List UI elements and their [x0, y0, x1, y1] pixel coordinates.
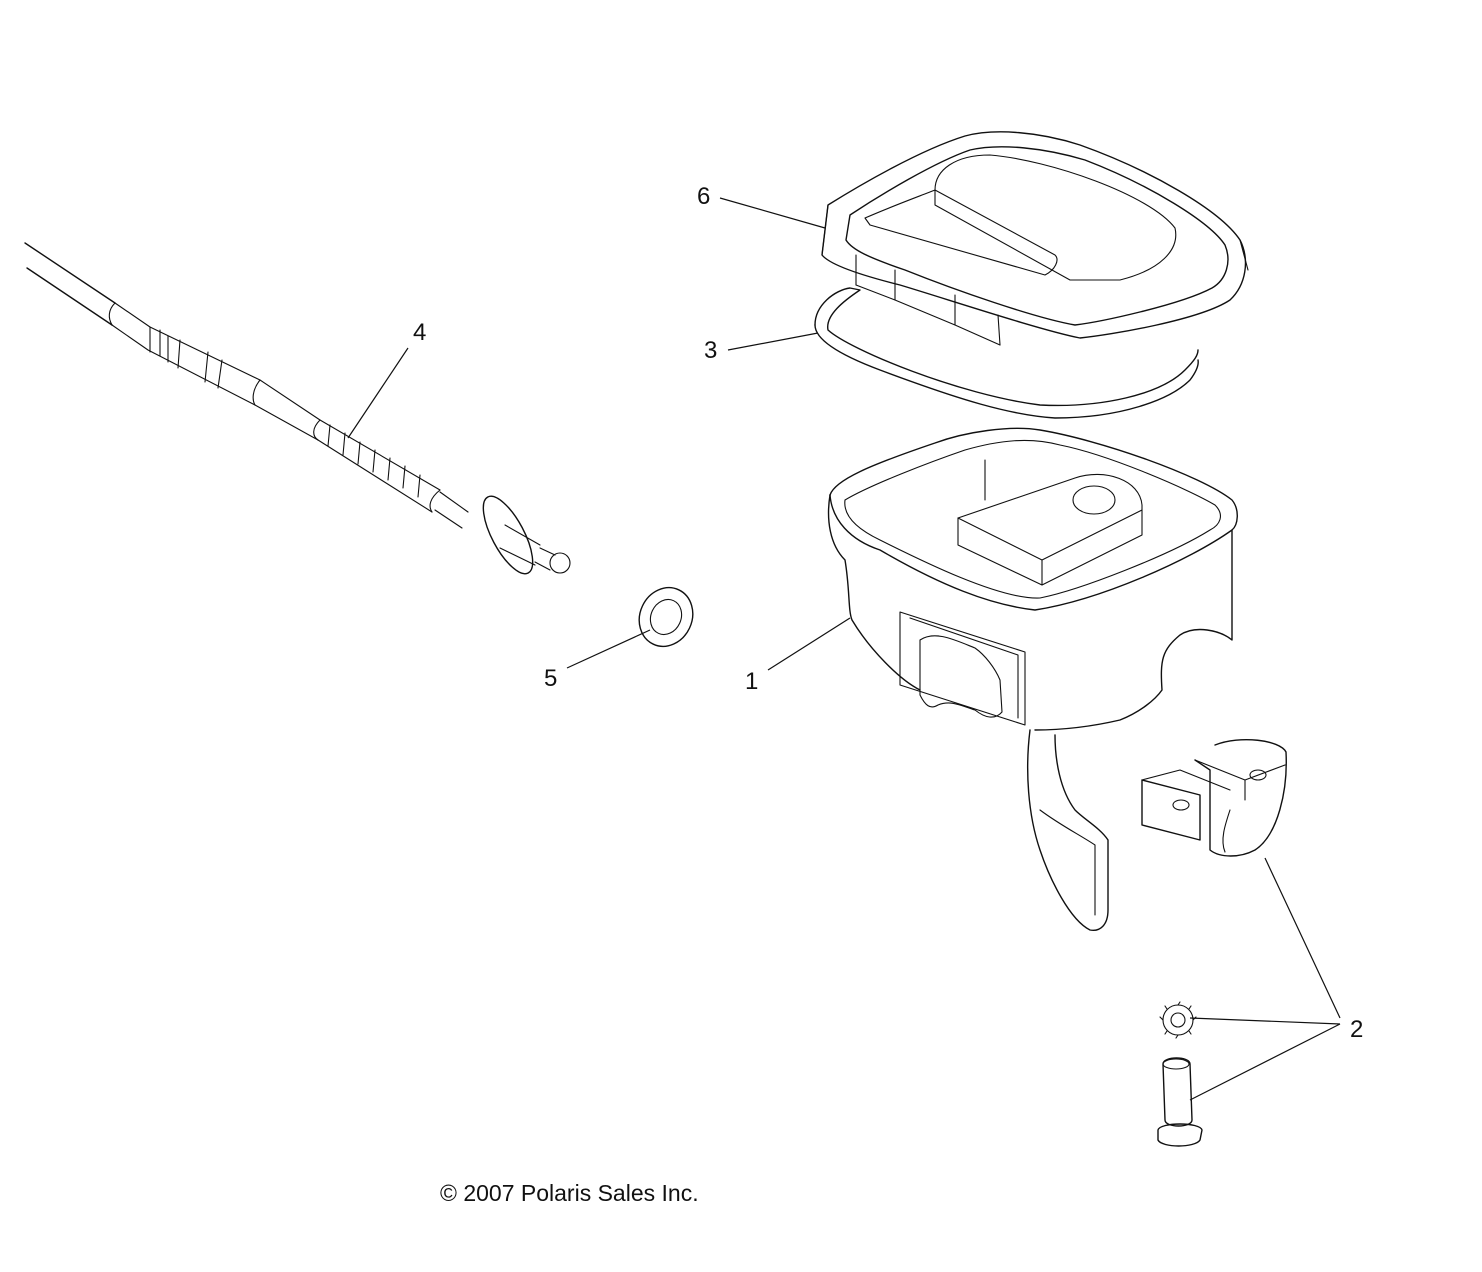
part-1-housing [827, 427, 1238, 932]
part-3-gasket [814, 287, 1199, 419]
callout-6: 6 [697, 183, 710, 210]
callout-3: 3 [704, 337, 717, 364]
callout-1: 1 [745, 668, 758, 695]
part-2-washer [1159, 1001, 1197, 1039]
callout-2: 2 [1350, 1016, 1363, 1043]
part-5-washer [638, 586, 694, 648]
part-6-cover [821, 131, 1249, 346]
callout-5: 5 [544, 665, 557, 692]
part-2-bolt [1157, 1057, 1203, 1147]
callout-4: 4 [413, 319, 426, 346]
part-2-clamp [1141, 739, 1287, 857]
part-4-cable [24, 242, 571, 575]
leader-lines [347, 197, 1341, 1101]
copyright-notice: © 2007 Polaris Sales Inc. [440, 1180, 699, 1206]
